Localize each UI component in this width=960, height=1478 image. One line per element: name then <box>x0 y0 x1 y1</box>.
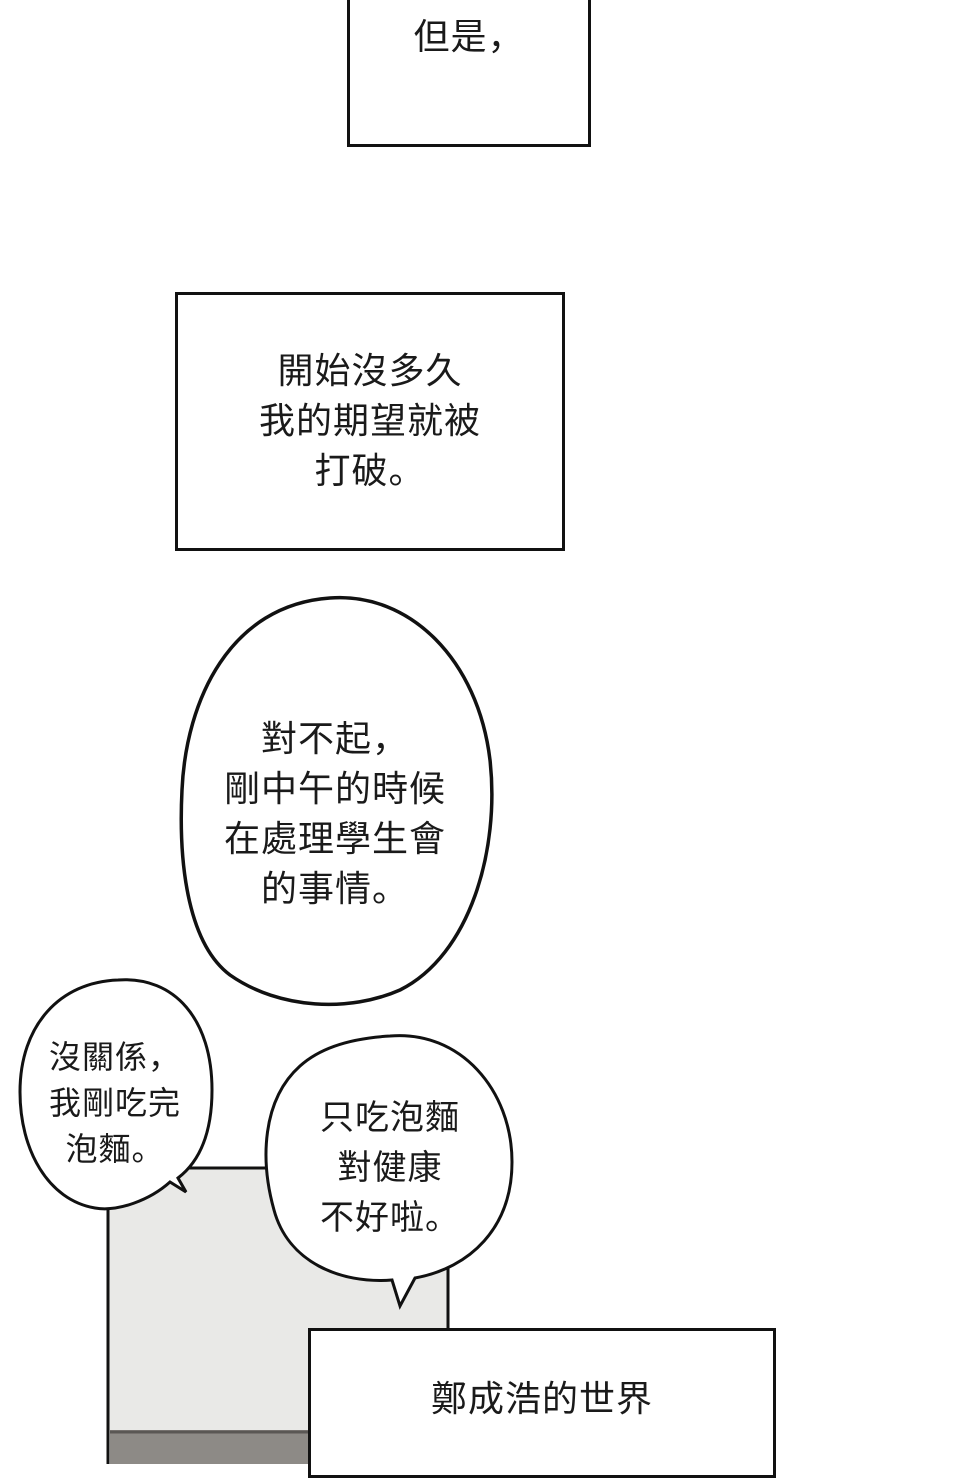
caption-box-top: 但是， <box>347 0 591 147</box>
dialogue-line: 泡麵。 <box>65 1130 165 1168</box>
speech-text-large: 對不起， 剛中午的時候 在處理學生會 的事情。 <box>200 710 470 920</box>
caption-box-middle: 開始沒多久 我的期望就被 打破。 <box>175 292 565 551</box>
dialogue-line: 只吃泡麵 <box>320 1098 460 1138</box>
dialogue-line: 沒關係， <box>48 1038 181 1076</box>
caption-line: 鄭成浩的世界 <box>430 1379 653 1420</box>
speech-bubble-right <box>264 1034 514 1310</box>
caption-line: 我的期望就被 <box>258 400 481 442</box>
dialogue-line: 的事情。 <box>260 869 409 910</box>
caption-line: 打破。 <box>314 450 426 492</box>
speech-text-left: 沒關係， 我剛吃完 泡麵。 <box>30 1028 200 1178</box>
dialogue-line: 我剛吃完 <box>48 1084 181 1122</box>
speech-text-right: 只吃泡麵 對健康 不好啦。 <box>290 1088 490 1248</box>
caption-box-bottom: 鄭成浩的世界 <box>308 1328 776 1478</box>
caption-line: 但是， <box>413 17 525 58</box>
dialogue-line: 不好啦。 <box>320 1198 460 1238</box>
dialogue-line: 對不起， <box>260 719 409 760</box>
speech-bubble-left <box>18 978 214 1211</box>
dialogue-line: 對健康 <box>337 1148 443 1188</box>
dialogue-line: 在處理學生會 <box>223 819 446 860</box>
dialogue-line: 剛中午的時候 <box>223 769 446 810</box>
speech-bubble-large <box>179 595 494 1007</box>
caption-line: 開始沒多久 <box>277 350 463 392</box>
